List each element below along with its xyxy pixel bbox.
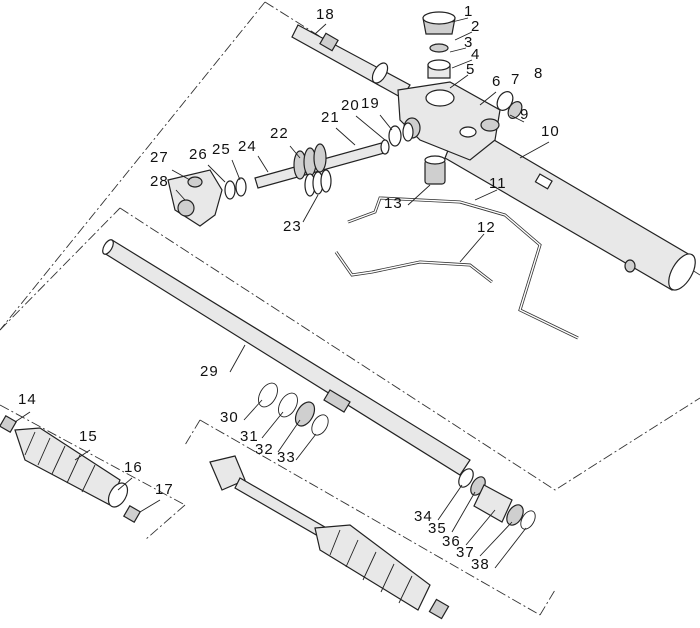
hydraulic-pipes — [334, 196, 579, 340]
callout-9: 9 — [520, 106, 530, 123]
housing-seals — [496, 91, 523, 119]
callout-32: 32 — [255, 441, 274, 458]
fitting-13 — [424, 155, 446, 185]
callout-6: 6 — [492, 73, 502, 90]
callout-29: 29 — [200, 363, 219, 380]
callout-37: 37 — [456, 544, 475, 561]
end-housing — [167, 169, 247, 227]
callout-3: 3 — [464, 34, 474, 51]
callout-22: 22 — [270, 125, 289, 142]
rack-housing — [397, 81, 696, 291]
callout-5: 5 — [466, 61, 476, 78]
callout-25: 25 — [212, 141, 231, 158]
callout-20: 20 — [341, 97, 360, 114]
callout-19: 19 — [361, 95, 380, 112]
rack-bar — [102, 239, 471, 476]
callout-12: 12 — [477, 219, 496, 236]
callout-24: 24 — [238, 138, 257, 155]
callout-8: 8 — [534, 65, 544, 82]
callout-34: 34 — [414, 508, 433, 525]
callout-1: 1 — [464, 3, 474, 20]
input-shaft — [291, 24, 411, 99]
callout-13: 13 — [384, 195, 403, 212]
callout-4: 4 — [471, 46, 481, 63]
left-boot — [0, 414, 142, 524]
callout-21: 21 — [321, 109, 340, 126]
pinion-shaft — [254, 122, 414, 197]
callout-17: 17 — [155, 481, 174, 498]
callout-10: 10 — [541, 123, 560, 140]
callout-23: 23 — [283, 218, 302, 235]
callout-35: 35 — [428, 520, 447, 537]
callout-27: 27 — [150, 149, 169, 166]
callout-18: 18 — [316, 6, 335, 23]
valve-cap-stack — [422, 11, 456, 79]
rack-seal-rings — [258, 382, 329, 436]
callout-33: 33 — [277, 449, 296, 466]
callout-28: 28 — [150, 173, 169, 190]
tie-rod-assembly — [209, 455, 450, 620]
callout-11: 11 — [489, 175, 507, 192]
leader-lines — [14, 17, 550, 569]
callout-7: 7 — [511, 71, 521, 88]
callout-38: 38 — [471, 556, 490, 573]
rack-end-parts — [458, 468, 536, 530]
callout-14: 14 — [18, 391, 37, 408]
callout-15: 15 — [79, 428, 98, 445]
callout-36: 36 — [442, 533, 461, 550]
callout-30: 30 — [220, 409, 239, 426]
callout-2: 2 — [471, 18, 481, 35]
callout-26: 26 — [189, 146, 208, 163]
callout-31: 31 — [240, 428, 259, 445]
assembly-frame-lines — [0, 1, 700, 616]
callout-16: 16 — [124, 459, 143, 476]
